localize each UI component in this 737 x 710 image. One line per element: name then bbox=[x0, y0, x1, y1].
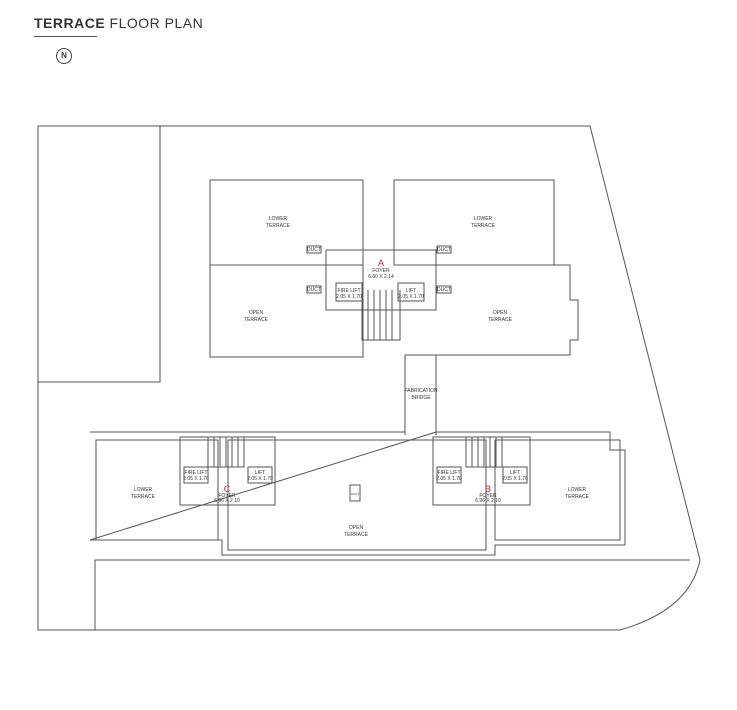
duct-center bbox=[349, 484, 361, 502]
label: FIRE LIFT bbox=[184, 470, 207, 476]
label: FIRE LIFT bbox=[337, 288, 360, 294]
label: LOWER bbox=[134, 487, 153, 493]
label: LOWER bbox=[568, 487, 587, 493]
label: LOWER bbox=[474, 216, 493, 222]
label: LIFT bbox=[255, 470, 265, 476]
label: TERRACE bbox=[471, 223, 496, 229]
label: DUCT bbox=[351, 492, 359, 496]
label: 2.05 X 1.70 bbox=[398, 294, 424, 300]
label: FOYER bbox=[218, 493, 236, 499]
label: TERRACE bbox=[131, 494, 156, 500]
wing-letter-b: B bbox=[485, 484, 491, 494]
label: DUCT bbox=[307, 287, 321, 293]
title-underline bbox=[34, 36, 97, 37]
label: DUCT bbox=[307, 247, 321, 253]
label: TERRACE bbox=[344, 532, 369, 538]
wing-letter-a: A bbox=[378, 258, 384, 268]
label: OPEN bbox=[493, 310, 508, 316]
north-compass-icon: N bbox=[56, 48, 72, 64]
label: DUCT bbox=[437, 247, 451, 253]
title-bold: TERRACE bbox=[34, 15, 106, 31]
label: 2.05 X 1.70 bbox=[336, 294, 362, 300]
label: FABRICATION bbox=[405, 388, 438, 394]
label: 2.05 X 1.70 bbox=[247, 476, 273, 482]
title-rest: FLOOR PLAN bbox=[105, 15, 204, 31]
open-terrace-a-left bbox=[209, 264, 364, 358]
core-b bbox=[432, 436, 531, 506]
core-c bbox=[179, 436, 276, 506]
label: OPEN bbox=[249, 310, 264, 316]
page-title: TERRACE FLOOR PLAN bbox=[34, 15, 203, 31]
road-edge bbox=[94, 559, 690, 630]
label: 2.05 X 1.70 bbox=[502, 476, 528, 482]
label: FIRE LIFT bbox=[437, 470, 460, 476]
core-a bbox=[325, 249, 437, 311]
label: DUCT bbox=[437, 287, 451, 293]
wing-letter-c: C bbox=[224, 484, 231, 494]
site-boundary bbox=[37, 125, 701, 631]
fabrication-bridge bbox=[404, 355, 437, 435]
label: 2.05 X 1.70 bbox=[183, 476, 209, 482]
label: TERRACE bbox=[266, 223, 291, 229]
label: FOYER bbox=[372, 268, 390, 274]
label: BRIDGE bbox=[411, 395, 431, 401]
adjacent-plot bbox=[38, 125, 161, 383]
open-terrace-a-right bbox=[405, 264, 579, 356]
label: LOWER bbox=[269, 216, 288, 222]
label: FOYER bbox=[479, 493, 497, 499]
label: LIFT bbox=[510, 470, 520, 476]
label: 6.96 X 2.10 bbox=[475, 498, 501, 504]
label: OPEN bbox=[349, 525, 364, 531]
label: LIFT bbox=[406, 288, 416, 294]
label: TERRACE bbox=[488, 317, 513, 323]
label: 6.96 X 2.10 bbox=[214, 498, 240, 504]
label: TERRACE bbox=[565, 494, 590, 500]
label: 2.05 X 1.70 bbox=[436, 476, 462, 482]
label: TERRACE bbox=[244, 317, 269, 323]
label: 6.60 X 2.14 bbox=[368, 274, 394, 280]
